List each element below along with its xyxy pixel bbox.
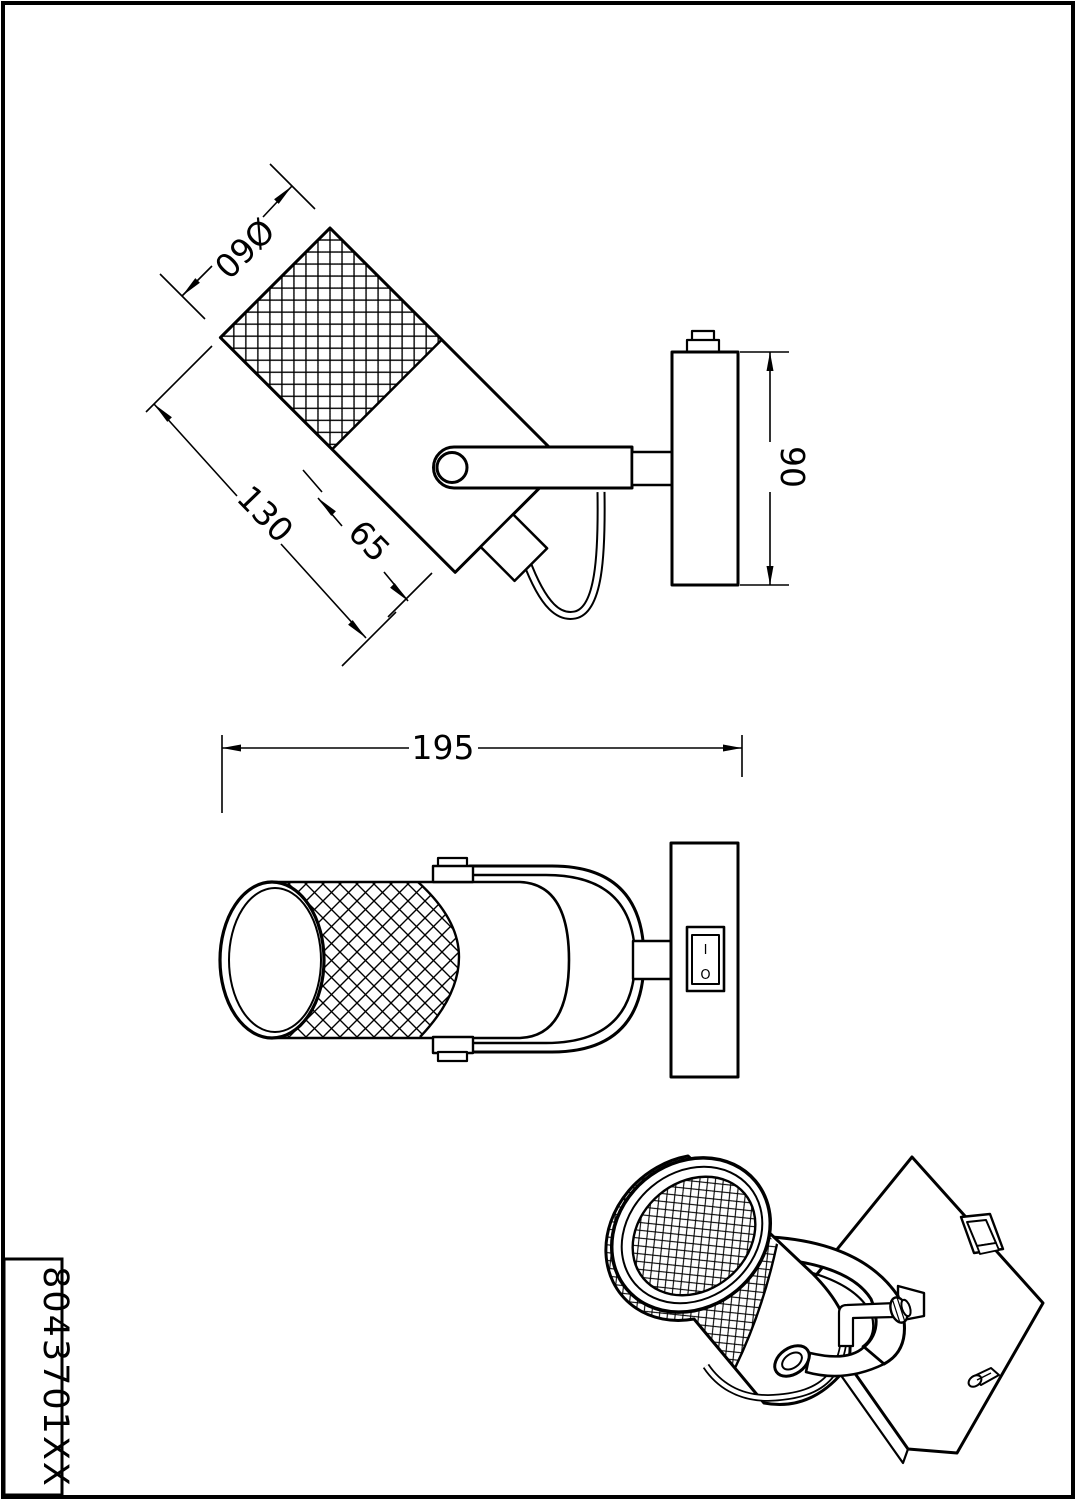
arrowhead [274,186,292,204]
bracket-3d-lower [804,1345,886,1378]
mesh-3d-face [631,1175,757,1297]
rocker-switch-button [691,934,720,985]
side-view: Ø60 130 65 90 [145,163,812,667]
arrowhead [766,352,774,371]
extension-line [145,345,397,667]
title-block: 8043701XX [2,1257,75,1497]
dim-height-90-label: 90 [773,446,812,488]
arrowhead [348,620,366,638]
title-block-box [2,1257,64,1497]
arrowhead [766,566,774,585]
switch-side-profile [685,338,721,354]
lamp-socket [479,513,549,583]
cable-3d-core [704,1309,848,1400]
mesh-shade-side [219,226,443,451]
mesh-3d-boundary [733,1243,779,1369]
dim-length-130-label: 130 [229,478,301,550]
perspective-view [604,1154,1045,1465]
wall-plate-side [670,350,740,587]
bracket-tab-bottom [431,1035,475,1055]
shade-front-rim [228,887,322,1033]
bracket-tab-top [431,864,475,884]
extension-line [221,735,743,813]
front-view: 195 I O [218,728,743,1079]
switch-off-mark: O [700,968,710,983]
dim-width-195-label: 195 [412,728,475,767]
cable-gland-line [976,1372,992,1381]
switch-on-mark: I [704,943,708,958]
adjustment-rod-3d [837,1301,899,1348]
arm-pivot-hole [435,451,469,484]
arrowhead [182,278,200,296]
rocker-switch-3d-bevel [976,1242,1000,1255]
dim-width-195 [221,735,743,813]
arm-connector [630,450,674,487]
pivot-knob-3d-inner [781,1351,803,1371]
shade-front-ellipse [218,880,326,1040]
extension-line [302,469,433,618]
bracket-stub-front [631,939,674,981]
dim-diameter-label: Ø60 [206,210,282,286]
arrowhead [154,404,172,422]
part-number-text: 8043701XX [35,1266,75,1488]
arrowhead [390,583,408,601]
dim-length-65-label: 65 [341,512,398,569]
arrowhead [318,498,336,516]
power-cable-side-core [523,491,604,618]
arrowhead [723,744,742,752]
extension-line [740,351,789,586]
knurled-nut-cap [900,1298,912,1318]
arrowhead [222,744,241,752]
mesh-boundary [417,881,461,1038]
mounting-arm [432,445,634,490]
cable-gland-cap [967,1374,983,1388]
bracket-tab-bottom-step [436,1050,469,1063]
